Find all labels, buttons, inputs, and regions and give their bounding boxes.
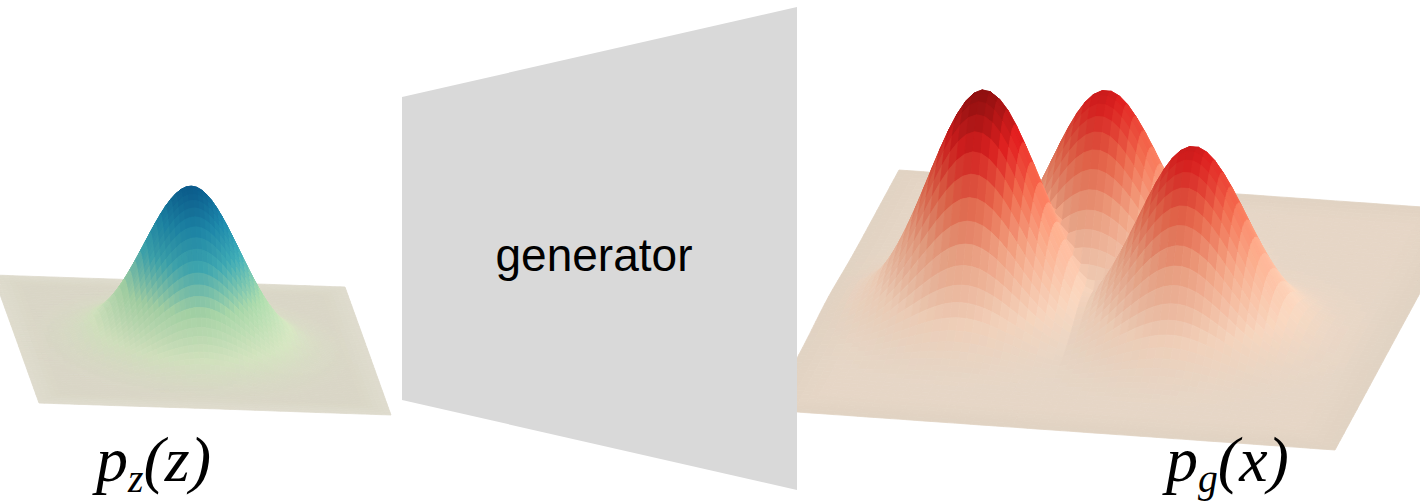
diagram-stage: generatorpz(z)pg(x) — [0, 0, 1420, 503]
